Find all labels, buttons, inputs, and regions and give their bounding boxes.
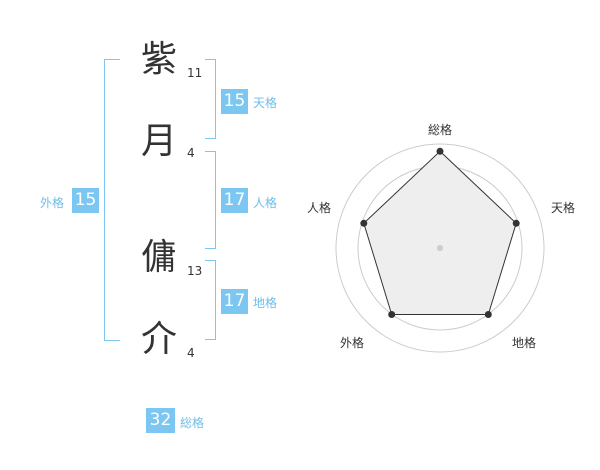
gaikaku-label: 外格	[40, 196, 65, 210]
tenkaku-bracket	[205, 59, 216, 139]
radar-point-2	[512, 219, 520, 227]
radar-label-jinkaku: 人格	[307, 201, 332, 215]
jinkaku-bracket	[205, 151, 216, 249]
stroke-count-4: 4	[187, 346, 195, 360]
radar-label-gaikaku: 外格	[340, 336, 365, 350]
tenkaku-value: 15	[221, 89, 248, 114]
gaikaku-value: 15	[72, 188, 99, 213]
name-char-3: 傭	[141, 237, 178, 278]
radar-label-tenkaku: 天格	[551, 201, 576, 215]
tenkaku-label: 天格	[253, 96, 278, 110]
chikaku-value: 17	[221, 289, 248, 314]
name-char-2: 月	[141, 121, 178, 162]
stroke-count-1: 11	[187, 66, 203, 80]
radar-point-1	[436, 147, 444, 155]
stroke-count-3: 13	[187, 264, 203, 278]
jinkaku-value: 17	[221, 188, 248, 213]
soukaku-label: 総格	[180, 416, 205, 430]
radar-grid-ring-5	[335, 143, 545, 353]
radar-point-4	[388, 311, 396, 318]
name-char-4: 介	[141, 319, 178, 360]
radar-point-3	[484, 311, 492, 318]
radar-area	[363, 150, 517, 315]
chikaku-bracket	[205, 260, 216, 340]
stroke-count-2: 4	[187, 146, 195, 160]
gaikaku-bracket	[104, 59, 120, 341]
radar-label-chikaku: 地格	[512, 336, 537, 350]
chikaku-label: 地格	[253, 296, 278, 310]
radar-center-dot	[437, 245, 443, 251]
jinkaku-label: 人格	[253, 196, 278, 210]
name-char-1: 紫	[141, 39, 178, 80]
radar-points	[360, 147, 520, 318]
soukaku-value: 32	[146, 408, 175, 433]
radar-label-soukaku: 総格	[428, 123, 453, 137]
radar-point-5	[360, 219, 368, 227]
